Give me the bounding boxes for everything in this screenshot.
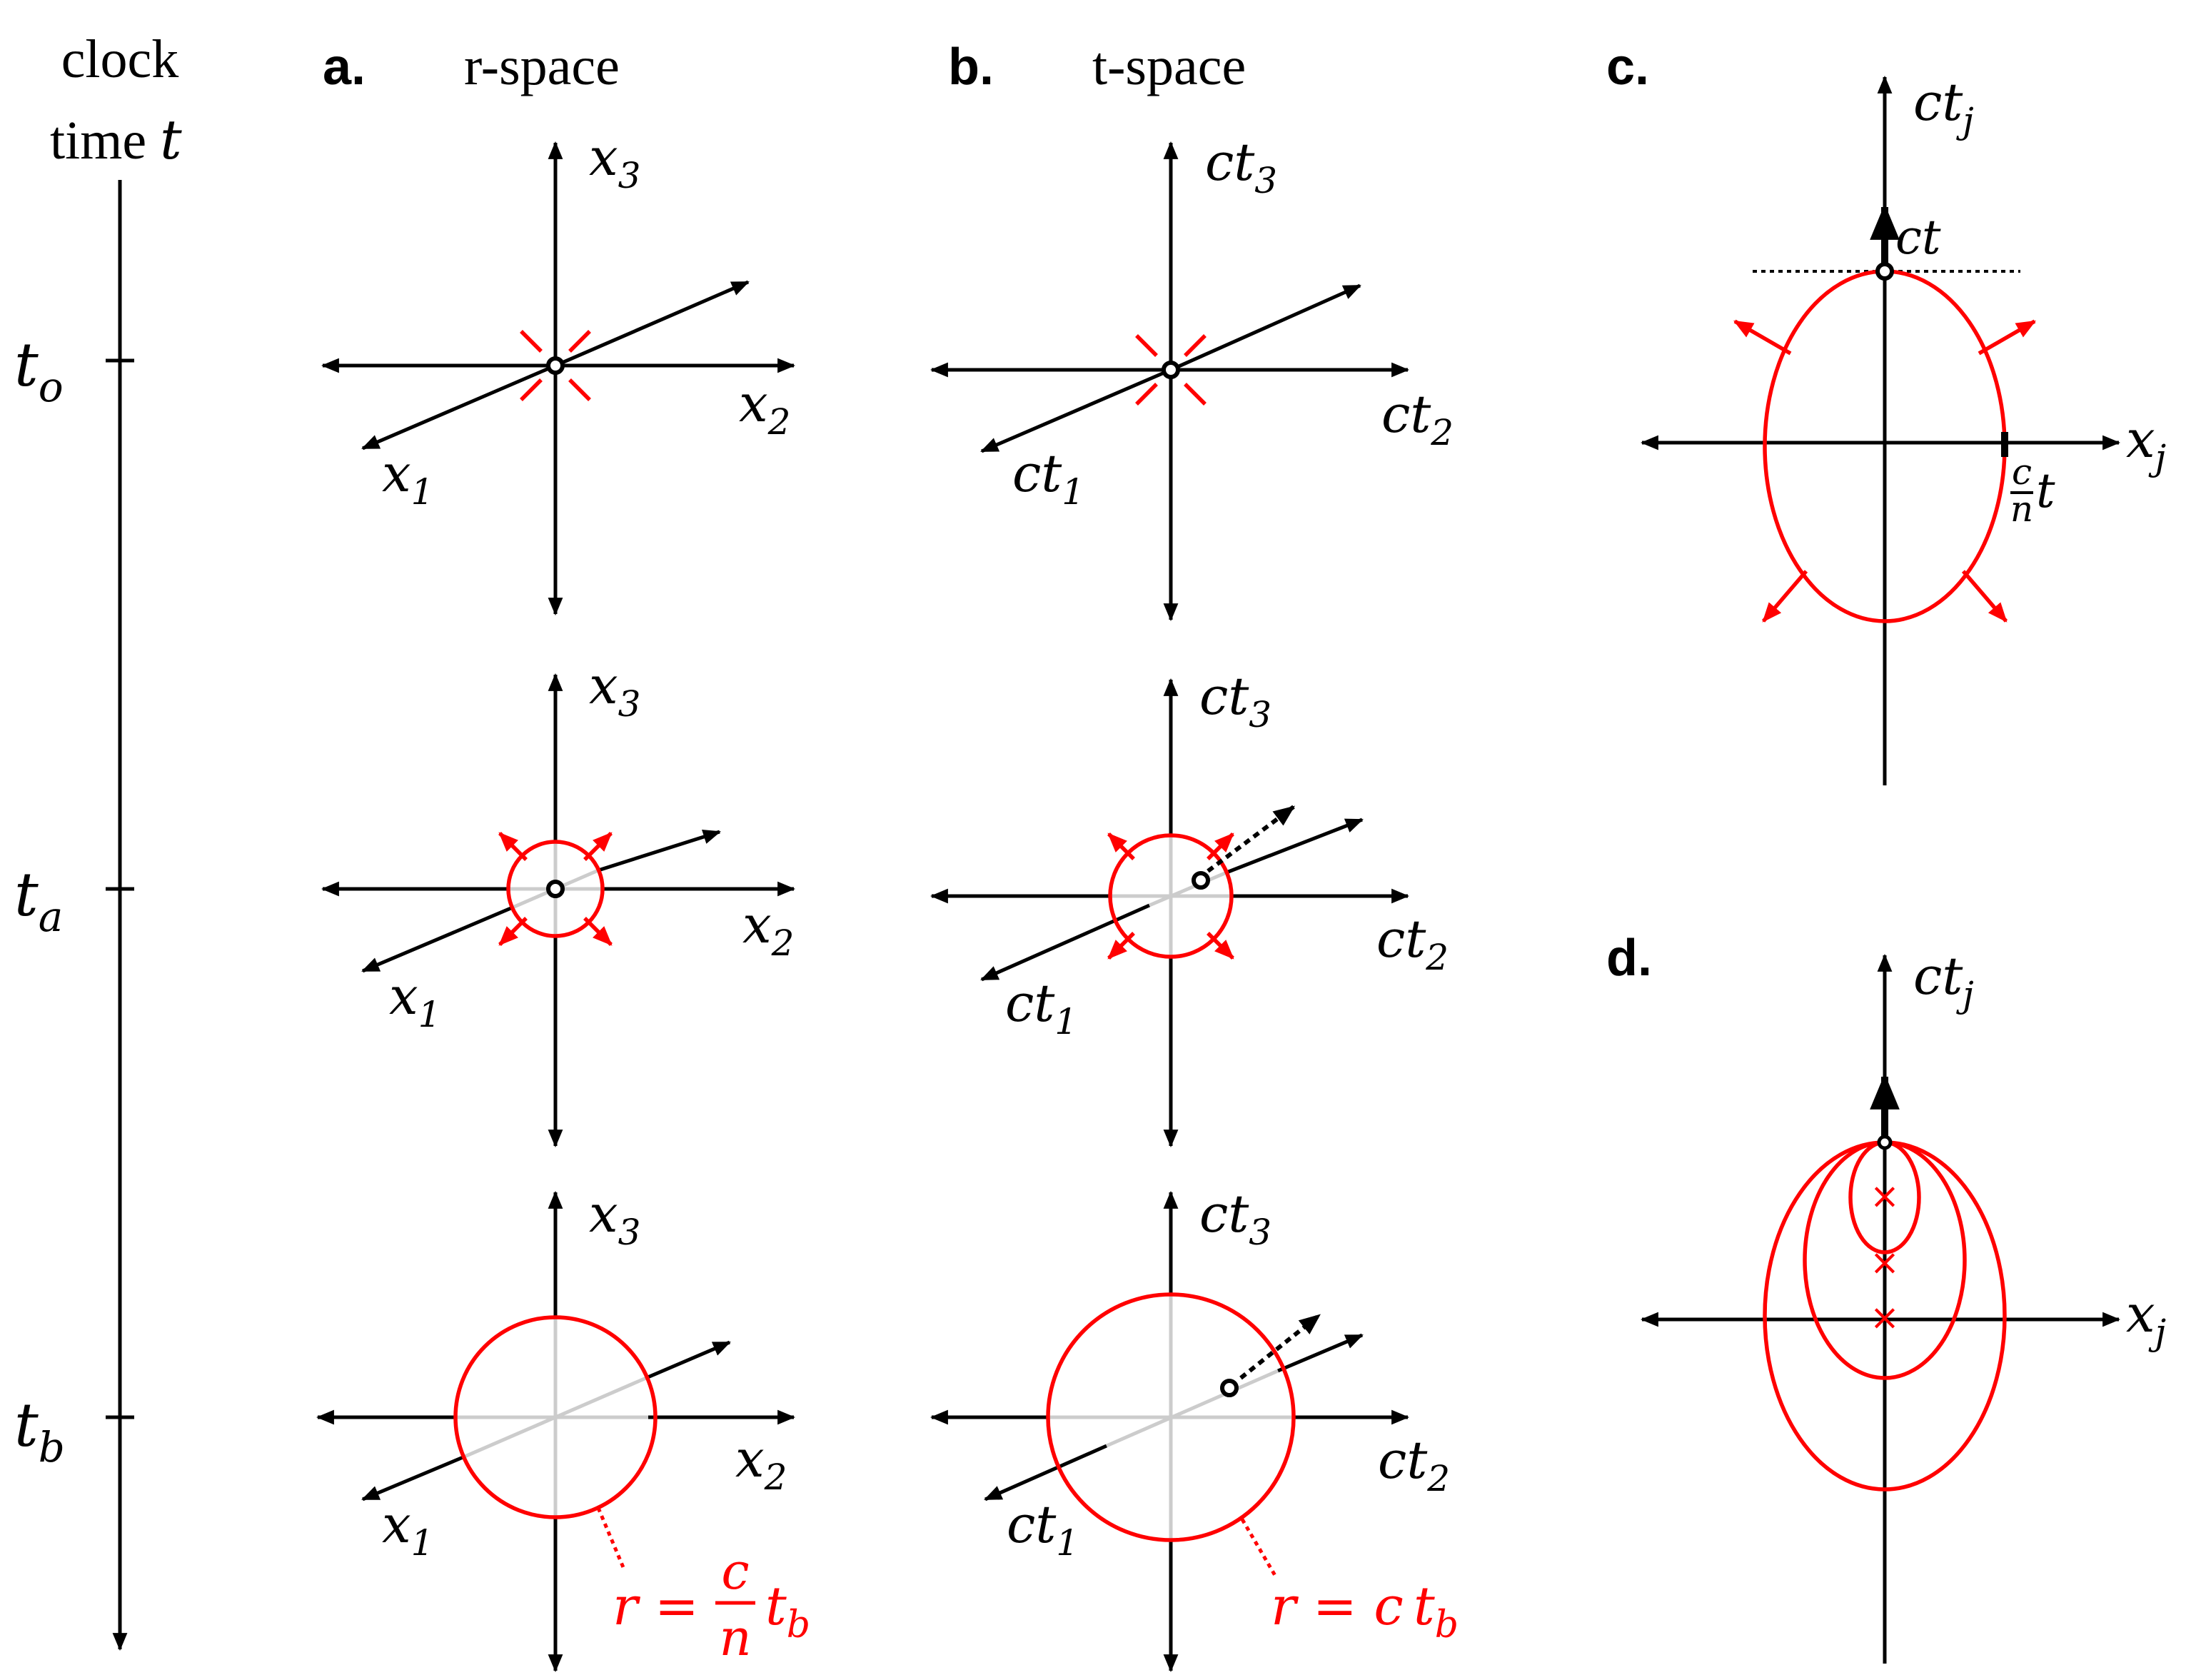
svg-text:ct1: ct1 bbox=[1007, 1494, 1079, 1564]
label-x1: x1 bbox=[382, 443, 433, 513]
center-marker: × bbox=[1870, 1242, 1900, 1283]
clock-time-axis: clock time t to ta tb bbox=[14, 29, 182, 1651]
radius-label: r = c tb bbox=[1271, 1576, 1459, 1646]
wavefront-arrows bbox=[498, 832, 613, 946]
wavefront-sphere bbox=[506, 840, 605, 938]
side-label: c n t bbox=[2010, 451, 2055, 530]
panel-b-title: t-space bbox=[1092, 36, 1246, 96]
svg-text:x2: x2 bbox=[735, 1429, 787, 1498]
svg-text:t: t bbox=[2036, 463, 2055, 518]
panel-a-row-to: x3 x2 x1 bbox=[321, 127, 796, 616]
svg-text:ct: ct bbox=[1895, 210, 1941, 265]
svg-text:ct1: ct1 bbox=[1005, 973, 1077, 1042]
svg-text:r = c: r = c bbox=[1271, 1576, 1404, 1637]
radius-label: r = c n tb bbox=[613, 1542, 810, 1667]
panel-a-row-tb: r = c n tb x3 x2 x1 bbox=[316, 1184, 810, 1673]
source-point bbox=[546, 880, 565, 898]
radius-leader bbox=[596, 1507, 627, 1571]
svg-text:x3: x3 bbox=[589, 1184, 640, 1253]
center-markers: × × × bbox=[1870, 1175, 1900, 1338]
wavefront-sphere bbox=[453, 1315, 658, 1519]
source-point bbox=[546, 356, 565, 375]
svg-text:ct2: ct2 bbox=[1381, 384, 1454, 453]
svg-text:tb: tb bbox=[765, 1576, 810, 1646]
panel-c: ctj xj ct c n t bbox=[1640, 72, 2166, 785]
tick-label-t-b: tb bbox=[14, 1390, 65, 1472]
panel-b-row-ta: ct3 ct2 ct1 bbox=[930, 666, 1449, 1148]
tick-label-t-o: to bbox=[14, 330, 64, 411]
panel-a-title: r-space bbox=[464, 36, 620, 96]
svg-text:xj: xj bbox=[2126, 1284, 2166, 1353]
clock-time-title-line1: clock bbox=[61, 29, 179, 89]
svg-text:x1: x1 bbox=[389, 966, 440, 1035]
axis-x1 bbox=[361, 363, 556, 451]
emission-dashes bbox=[520, 330, 591, 401]
panel-c-letter: c. bbox=[1606, 39, 1649, 96]
clock-time-title-line2: time t bbox=[50, 108, 182, 171]
panel-a-row-ta: x3 x2 x1 bbox=[321, 655, 796, 1148]
svg-text:n: n bbox=[719, 1609, 751, 1667]
svg-text:x2: x2 bbox=[742, 895, 794, 964]
label-x2: x2 bbox=[739, 373, 790, 443]
axis-x1 bbox=[555, 280, 750, 368]
svg-text:c: c bbox=[2012, 451, 2032, 493]
tick-label-t-a: ta bbox=[14, 860, 63, 941]
svg-text:xj: xj bbox=[2126, 409, 2166, 478]
svg-text:x3: x3 bbox=[589, 655, 640, 725]
panel-b-row-tb: r = c tb ct3 ct2 ct1 bbox=[930, 1184, 1459, 1673]
svg-text:ct2: ct2 bbox=[1376, 909, 1449, 978]
svg-text:ctj: ctj bbox=[1913, 946, 1974, 1015]
panel-b-row-to: ct3 ct2 ct1 bbox=[930, 132, 1454, 622]
panel-d: × × × ctj xj bbox=[1640, 946, 2166, 1664]
svg-text:x1: x1 bbox=[382, 1494, 433, 1564]
center-marker: × bbox=[1870, 1175, 1900, 1217]
panel-d-letter: d. bbox=[1606, 930, 1652, 987]
svg-text:ct1: ct1 bbox=[1012, 443, 1084, 513]
panel-a-letter: a. bbox=[323, 39, 366, 96]
velocity-arrow bbox=[1207, 805, 1295, 873]
svg-text:tb: tb bbox=[1414, 1576, 1459, 1646]
svg-text:c: c bbox=[721, 1542, 749, 1601]
svg-text:ctj: ctj bbox=[1913, 72, 1974, 141]
svg-text:ct2: ct2 bbox=[1378, 1430, 1450, 1499]
center-marker: × bbox=[1870, 1297, 1900, 1338]
svg-text:r =: r = bbox=[613, 1576, 699, 1637]
svg-text:ct3: ct3 bbox=[1199, 1184, 1271, 1253]
panel-b-letter: b. bbox=[948, 39, 994, 96]
label-x3: x3 bbox=[589, 127, 640, 196]
svg-text:ct3: ct3 bbox=[1199, 666, 1271, 735]
svg-text:n: n bbox=[2010, 488, 2033, 530]
svg-text:ct3: ct3 bbox=[1205, 132, 1277, 201]
